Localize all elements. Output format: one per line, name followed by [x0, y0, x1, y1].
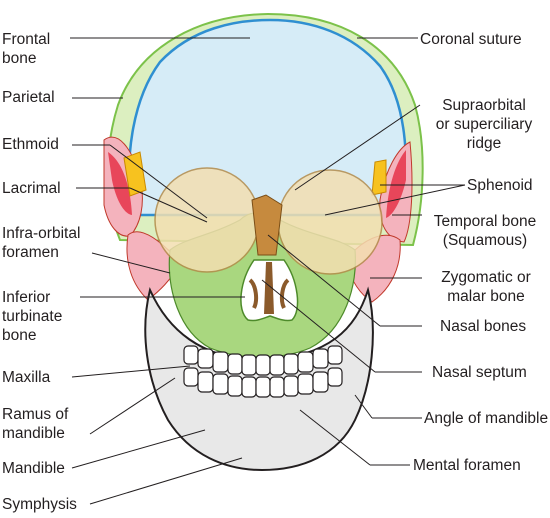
frontal-bone: [127, 18, 407, 217]
orbit-right: [277, 169, 383, 275]
label-maxilla: Maxilla: [2, 369, 51, 386]
label-coronal-suture: Coronal suture: [420, 31, 522, 48]
label-temporal-bone: Temporal bone (Squamous): [433, 213, 537, 249]
label-sphenoid: Sphenoid: [467, 177, 533, 194]
label-nasal-bones: Nasal bones: [440, 318, 527, 335]
ethmoid-bone: [123, 151, 147, 197]
label-mental-foramen: Mental foramen: [413, 457, 521, 474]
label-nasal-septum: Nasal septum: [432, 364, 527, 381]
label-frontal-bone: Frontal bone: [2, 31, 51, 67]
sphenoid-left: [108, 152, 132, 215]
label-ramus-of-mandible: Ramus of mandible: [2, 406, 69, 442]
label-inferior-turbinate-bone: Inferior turbinate bone: [2, 289, 63, 344]
label-symphysis: Symphysis: [2, 496, 77, 513]
label-angle-of-mandible: Angle of mandible: [424, 410, 549, 427]
label-mandible: Mandible: [2, 460, 65, 477]
label-parietal: Parietal: [2, 89, 55, 106]
leader-lines: [70, 37, 466, 505]
label-supraorbital-ridge: Supraorbital or superciliary ridge: [435, 97, 533, 152]
label-lacrimal: Lacrimal: [2, 180, 61, 197]
label-zygomatic-bone: Zygomatic or malar bone: [441, 269, 531, 305]
turbinate-right: [279, 278, 290, 309]
label-infra-orbital-foramen: Infra-orbital foramen: [2, 225, 81, 261]
teeth: [183, 345, 343, 398]
nasal-septum-shape: [264, 262, 274, 314]
turbinate-left: [248, 278, 259, 309]
orbit-left: [154, 167, 260, 273]
label-ethmoid: Ethmoid: [2, 136, 59, 153]
